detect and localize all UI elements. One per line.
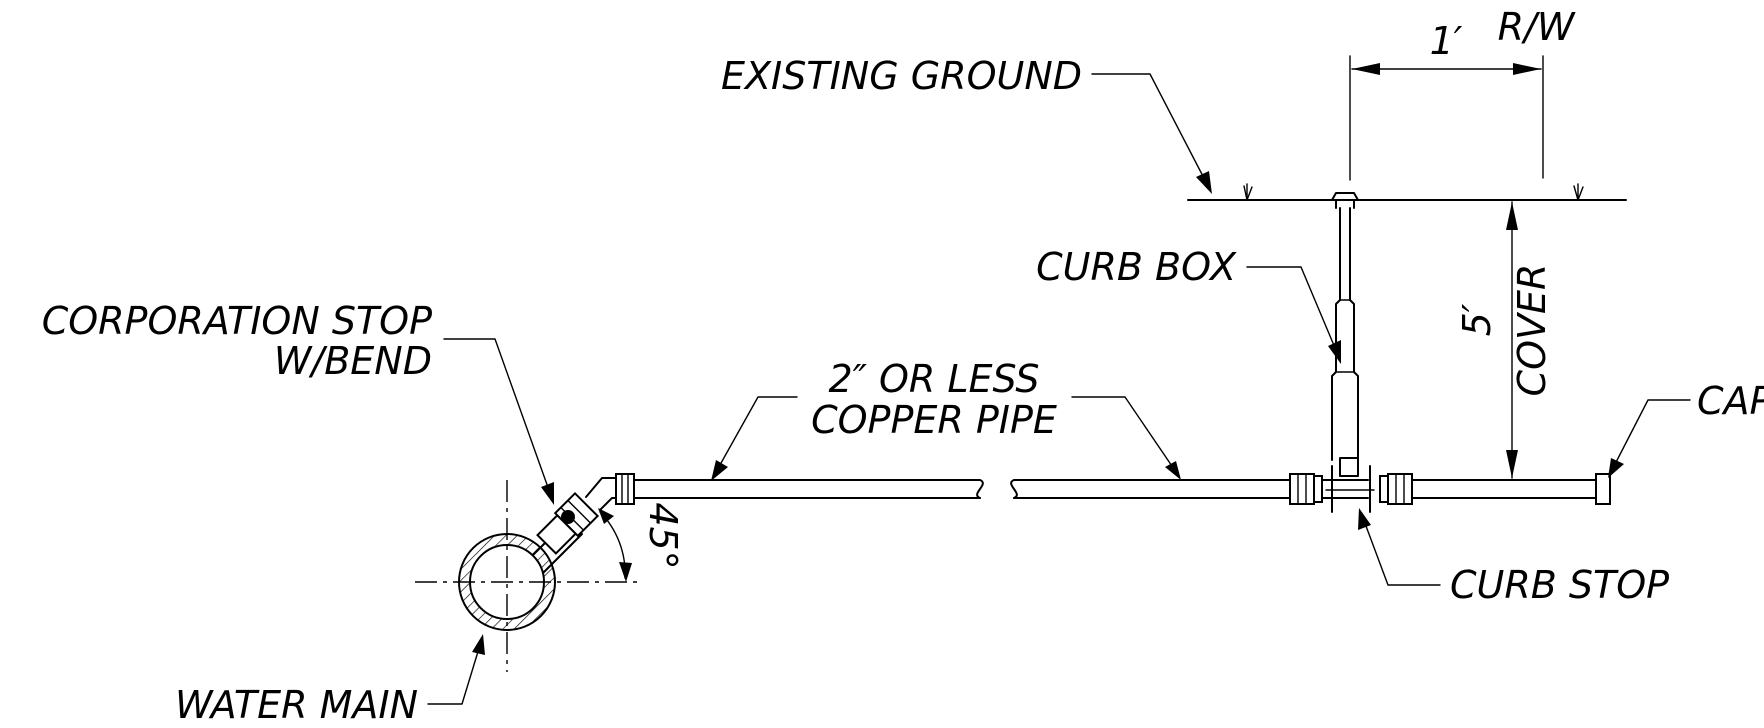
label-dimension-5ft: 5′: [1455, 303, 1499, 336]
label-right-of-way: R/W: [1498, 5, 1576, 49]
label-corporation-stop-line1: CORPORATION STOP: [42, 299, 432, 343]
labels: EXISTING GROUND 1′ R/W CURB BOX CORPORAT…: [42, 5, 1764, 727]
right-of-way-dimension: [1349, 55, 1544, 181]
label-existing-ground: EXISTING GROUND: [721, 54, 1082, 98]
label-curb-stop: CURB STOP: [1450, 563, 1669, 607]
label-cover: COVER: [1510, 264, 1554, 397]
copper-pipe-right: [1010, 479, 1597, 499]
label-water-main: WATER MAIN: [175, 683, 418, 727]
curb-box: [1331, 192, 1359, 477]
pipe-cap: [1595, 473, 1611, 505]
label-cap: CAP: [1697, 379, 1764, 423]
curb-stop-valve: [1289, 465, 1413, 513]
copper-pipe-left: [633, 479, 984, 499]
angle-dimension: [598, 508, 632, 582]
label-curb-box: CURB BOX: [1036, 245, 1237, 289]
label-corporation-stop-line2: W/BEND: [274, 339, 432, 383]
cover-depth-dimension: [1484, 201, 1531, 481]
water-main: [415, 480, 640, 672]
label-pipe-line2: COPPER PIPE: [811, 398, 1057, 442]
existing-ground-line: [1187, 183, 1627, 201]
label-dimension-1ft: 1′: [1430, 19, 1463, 63]
label-angle-45: 45°: [641, 502, 685, 569]
label-pipe-line1: 2″ OR LESS: [829, 357, 1040, 401]
leader-lines: [427, 73, 1691, 705]
